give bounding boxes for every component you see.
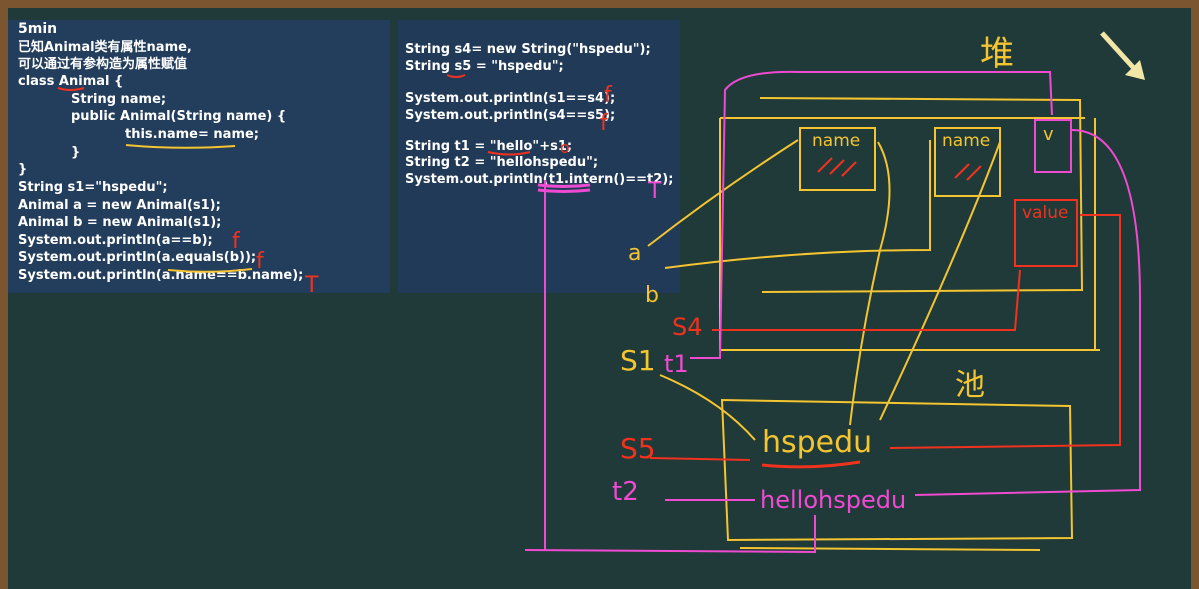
answer-mark-right-2: f (600, 111, 609, 136)
var-b-label: b (645, 283, 659, 308)
heap-object-b-field: name (942, 131, 990, 151)
code-line-s4: String s4= new String("hspedu"); (405, 42, 651, 57)
heap-label: 堆 (980, 34, 1014, 74)
code-line-b: Animal b = new Animal(s1); (18, 215, 222, 230)
code-line-a: Animal a = new Animal(s1); (18, 198, 221, 213)
code-line-t1: String t1 = "hello"+s1; (405, 139, 573, 154)
code-line-desc-1: 已知Animal类有属性name, (18, 40, 192, 55)
code-line-print-1: System.out.println(a==b); (18, 233, 213, 248)
var-s5-label: S5 (620, 432, 656, 465)
answer-mark-left-1: f (232, 229, 241, 254)
pool-label: 池 (955, 368, 985, 403)
var-a-label: a (628, 241, 641, 266)
code-line-close-ctor: } (71, 145, 81, 160)
var-s4-label: S4 (672, 313, 703, 341)
left-code-panel: 5min 已知Animal类有属性name, 可以通过有参构造为属性赋值 cla… (8, 20, 390, 293)
code-line-close-class: } (18, 162, 28, 177)
answer-mark-left-3: T (304, 273, 319, 298)
pool-hspedu: hspedu (762, 425, 872, 460)
circle-mark: o (560, 138, 570, 157)
code-line-class: class Animal { (18, 74, 124, 89)
var-t2-label: t2 (612, 477, 639, 507)
answer-mark-right-3: T (647, 179, 662, 204)
answer-mark-right-1: f (604, 83, 613, 108)
heap-string-value: value (1022, 203, 1068, 223)
pool-hellohspedu: hellohspedu (760, 486, 906, 514)
code-line-assign: this.name= name; (125, 127, 259, 142)
code-line-print-4: System.out.println(s1==s4); (405, 91, 616, 106)
var-s1-label: S1 (620, 344, 656, 377)
code-line-print-5: System.out.println(s4==s5); (405, 108, 616, 123)
code-line-field: String name; (71, 92, 167, 107)
heap-string-v: v (1043, 124, 1054, 145)
heap-object-a-field: name (812, 131, 860, 151)
code-line-desc-2: 可以通过有参构造为属性赋值 (18, 57, 188, 72)
right-code-panel: String s4= new String("hspedu"); String … (398, 20, 680, 293)
answer-mark-left-2: f (256, 249, 265, 274)
code-line-time: 5min (18, 21, 58, 37)
code-line-s5: String s5 = "hspedu"; (405, 59, 564, 74)
code-line-t2: String t2 = "hellohspedu"; (405, 155, 599, 170)
var-t1-label: t1 (664, 350, 689, 378)
code-line-print-6: System.out.println(t1.intern()==t2); (405, 172, 674, 187)
code-line-print-2: System.out.println(a.equals(b)); (18, 250, 257, 265)
code-line-s1: String s1="hspedu"; (18, 180, 168, 195)
code-line-ctor: public Animal(String name) { (71, 109, 287, 124)
